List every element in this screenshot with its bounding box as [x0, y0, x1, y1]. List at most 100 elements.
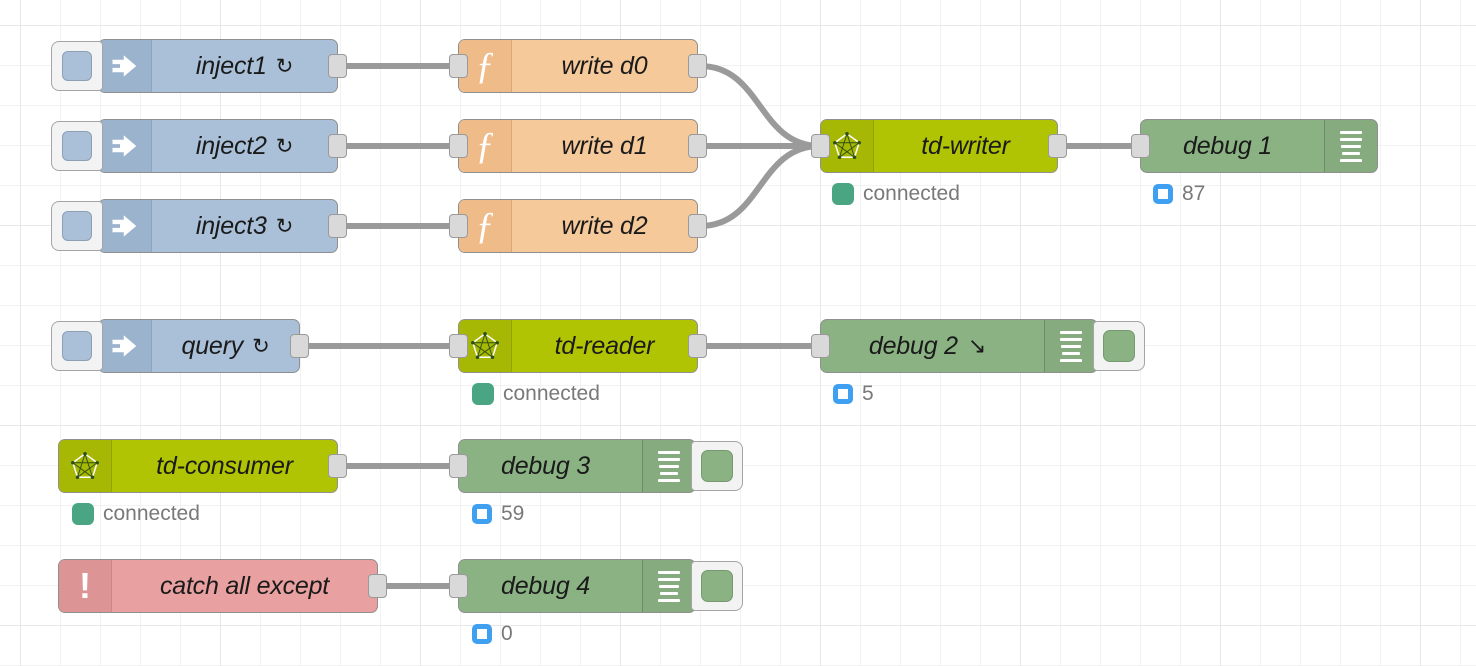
- debug-3-count: 59: [472, 502, 524, 526]
- query-output-port[interactable]: [290, 334, 309, 358]
- write-d2-output-port[interactable]: [688, 214, 707, 238]
- debug-3-label-text: debug 3: [501, 451, 590, 480]
- td-reader-status: connected: [472, 382, 600, 406]
- query-label: query ↻: [152, 320, 299, 372]
- node-debug-4[interactable]: debug 4: [449, 559, 743, 613]
- td-writer-label: td-writer: [874, 120, 1057, 172]
- inject3-icon-box: [99, 200, 152, 252]
- inject2-output-port[interactable]: [328, 134, 347, 158]
- query-repeat-icon: ↻: [252, 334, 270, 358]
- write-d0-input-port[interactable]: [449, 54, 468, 78]
- inject1-trigger-button[interactable]: [51, 41, 103, 91]
- debug-2-input-port[interactable]: [811, 334, 830, 358]
- node-td-writer[interactable]: td-writer: [811, 119, 1067, 173]
- node-td-consumer[interactable]: td-consumer: [58, 439, 347, 493]
- td-reader-output-port[interactable]: [688, 334, 707, 358]
- td-writer-input-port[interactable]: [811, 134, 830, 158]
- debug-2-count-text: 5: [862, 382, 874, 405]
- debug-1-label-text: debug 1: [1183, 131, 1272, 160]
- debug-1-input-port[interactable]: [1131, 134, 1150, 158]
- inject1-trigger-inner: [62, 51, 92, 81]
- node-write-d2[interactable]: ƒ write d2: [449, 199, 707, 253]
- inject-arrow-icon: [112, 335, 137, 357]
- inject3-repeat-icon: ↻: [275, 214, 294, 238]
- exclamation-icon: !: [79, 565, 91, 606]
- write-d1-label: write d1: [512, 120, 697, 172]
- inject-arrow-icon: [112, 215, 137, 237]
- td-reader-label-text: td-reader: [554, 331, 655, 360]
- td-consumer-status-text: connected: [103, 502, 200, 525]
- td-reader-label: td-reader: [512, 320, 697, 372]
- status-dot-icon: [72, 503, 94, 525]
- node-debug-1[interactable]: debug 1: [1131, 119, 1378, 173]
- inject2-label-text: inject2: [195, 131, 267, 160]
- inject1-label: inject1 ↻: [152, 40, 337, 92]
- td-consumer-output-port[interactable]: [328, 454, 347, 478]
- debug-3-input-port[interactable]: [449, 454, 468, 478]
- inject1-label-text: inject1: [195, 51, 267, 80]
- catch-all-label-text: catch all except: [159, 571, 330, 600]
- write-d0-icon-box: ƒ: [459, 40, 512, 92]
- debug-1-lines-icon: [1324, 120, 1377, 172]
- node-write-d0[interactable]: ƒ write d0: [449, 39, 707, 93]
- taos-star-icon: [471, 332, 499, 360]
- node-inject2[interactable]: inject2 ↻: [51, 119, 347, 173]
- td-writer-label-text: td-writer: [921, 131, 1010, 160]
- node-catch-all[interactable]: ! catch all except: [58, 559, 387, 613]
- debug-2-toggle-button[interactable]: [1093, 321, 1145, 371]
- debug-3-count-text: 59: [501, 502, 525, 525]
- node-inject1[interactable]: inject1 ↻: [51, 39, 347, 93]
- debug-4-toggle-button[interactable]: [691, 561, 743, 611]
- debug-3-label: debug 3: [459, 440, 642, 492]
- inject1-output-port[interactable]: [328, 54, 347, 78]
- write-d1-label-text: write d1: [561, 131, 648, 160]
- write-d0-label-text: write d0: [561, 51, 648, 80]
- write-d2-label: write d2: [512, 200, 697, 252]
- debug-2-count: 5: [833, 382, 874, 406]
- node-inject3[interactable]: inject3 ↻: [51, 199, 347, 253]
- debug-4-lines-icon: [642, 560, 695, 612]
- debug-2-target-arrow-icon: ↘: [967, 333, 987, 358]
- node-td-reader[interactable]: td-reader: [449, 319, 707, 373]
- taos-star-icon: [71, 452, 99, 480]
- write-d1-output-port[interactable]: [688, 134, 707, 158]
- inject2-label: inject2 ↻: [152, 120, 337, 172]
- node-debug-2[interactable]: debug 2 ↘: [811, 319, 1145, 373]
- inject3-trigger-inner: [62, 211, 92, 241]
- debug-3-toggle-button[interactable]: [691, 441, 743, 491]
- query-icon-box: [99, 320, 152, 372]
- node-query[interactable]: query ↻: [51, 319, 309, 373]
- node-debug-3[interactable]: debug 3: [449, 439, 743, 493]
- status-dot-icon: [472, 383, 494, 405]
- count-badge-icon: [833, 384, 853, 404]
- write-d2-input-port[interactable]: [449, 214, 468, 238]
- inject3-trigger-button[interactable]: [51, 201, 103, 251]
- inject2-trigger-button[interactable]: [51, 121, 103, 171]
- catch-all-icon-box: !: [59, 560, 112, 612]
- debug-3-lines-icon: [642, 440, 695, 492]
- query-label-text: query: [181, 331, 244, 360]
- td-reader-input-port[interactable]: [449, 334, 468, 358]
- debug-1-label: debug 1: [1141, 120, 1324, 172]
- debug-2-lines-icon: [1044, 320, 1097, 372]
- write-d2-label-text: write d2: [561, 211, 648, 240]
- inject3-output-port[interactable]: [328, 214, 347, 238]
- inject2-trigger-inner: [62, 131, 92, 161]
- inject1-repeat-icon: ↻: [275, 54, 294, 78]
- write-d2-icon-box: ƒ: [459, 200, 512, 252]
- node-write-d1[interactable]: ƒ write d1: [449, 119, 707, 173]
- td-writer-output-port[interactable]: [1048, 134, 1067, 158]
- td-writer-status: connected: [832, 182, 960, 206]
- count-badge-icon: [472, 624, 492, 644]
- count-badge-icon: [1153, 184, 1173, 204]
- query-trigger-button[interactable]: [51, 321, 103, 371]
- debug-4-count-text: 0: [501, 622, 513, 645]
- query-trigger-inner: [62, 331, 92, 361]
- write-d1-input-port[interactable]: [449, 134, 468, 158]
- write-d0-output-port[interactable]: [688, 54, 707, 78]
- catch-all-output-port[interactable]: [368, 574, 387, 598]
- status-dot-icon: [832, 183, 854, 205]
- debug-4-input-port[interactable]: [449, 574, 468, 598]
- debug-1-count-text: 87: [1182, 182, 1206, 205]
